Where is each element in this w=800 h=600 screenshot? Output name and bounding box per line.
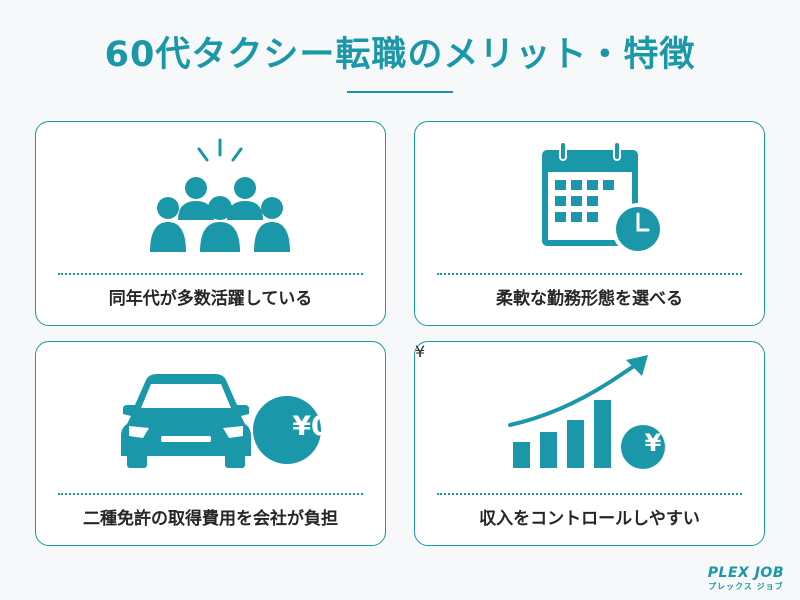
yen-symbol: ¥ (631, 429, 675, 457)
card-label: 柔軟な勤務形態を選べる (496, 289, 683, 309)
card-income-control: ¥ ¥ 収入をコントロールしやすい (414, 341, 765, 546)
group-of-people-icon (36, 122, 385, 272)
card-divider (437, 493, 742, 495)
card-label: 収入をコントロールしやすい (479, 509, 700, 529)
card-license-cost: ¥0 二種免許の取得費用を会社が負担 (35, 341, 386, 546)
zero-yen-badge: ¥0 (292, 411, 330, 442)
card-same-generation: 同年代が多数活躍している (35, 121, 386, 326)
page-title: 60代タクシー転職のメリット・特徴 (104, 35, 696, 75)
card-label: 同年代が多数活躍している (108, 289, 313, 309)
logo-sub-text: プレックス ジョブ (708, 582, 784, 591)
logo-main-text: PLEX JOB (707, 565, 784, 581)
card-label: 二種免許の取得費用を会社が負担 (83, 509, 338, 529)
card-flexible-schedule: 柔軟な勤務形態を選べる (414, 121, 765, 326)
card-divider (58, 273, 363, 275)
title-underline (347, 91, 453, 93)
card-divider (437, 273, 742, 275)
rising-bar-chart-yen-icon (415, 342, 764, 492)
plex-job-logo: PLEX JOB プレックス ジョブ (708, 565, 784, 592)
calendar-clock-icon (415, 122, 764, 272)
card-divider (58, 493, 363, 495)
yen-symbol-text: ¥ (644, 429, 662, 457)
car-zero-yen-icon (36, 342, 385, 492)
